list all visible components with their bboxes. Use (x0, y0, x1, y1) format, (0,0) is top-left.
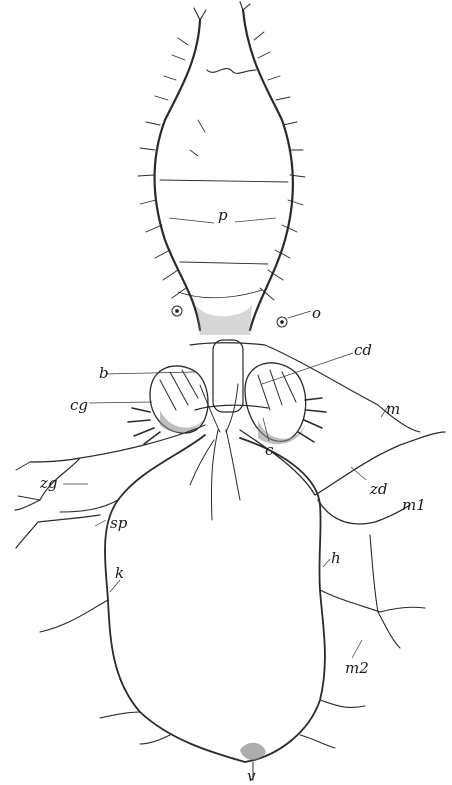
label-c: c (265, 441, 274, 459)
label-m: m (386, 400, 400, 418)
left-ganglion (128, 366, 208, 444)
label-m1: m1 (402, 496, 426, 514)
leader-lines (63, 218, 389, 658)
label-sp: sp (110, 514, 128, 532)
label-h: h (331, 549, 341, 567)
upper-tube (138, 2, 305, 335)
label-m2: m2 (345, 659, 369, 677)
label-k: k (115, 564, 124, 582)
label-o: o (312, 304, 321, 322)
label-b: b (99, 364, 109, 382)
label-p: p (218, 206, 228, 224)
label-zd: zd (369, 480, 388, 498)
right-ganglion (245, 363, 326, 444)
label-zg: zg (39, 474, 58, 492)
label-cg: cg (70, 396, 88, 414)
label-v: v (247, 767, 256, 785)
label-cd: cd (354, 341, 372, 359)
labels: p o b cd cg m c zd zg m1 sp h k m2 v (39, 206, 426, 785)
